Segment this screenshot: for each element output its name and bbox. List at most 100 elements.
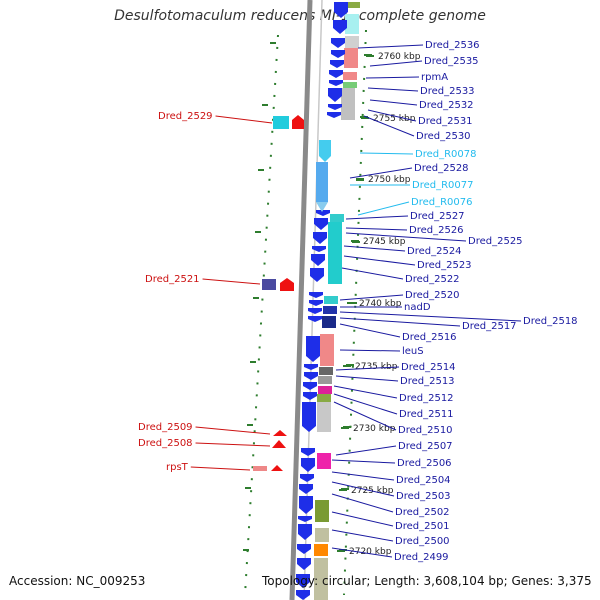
forward-feature-track [314,2,360,600]
right-label-leader [339,317,461,327]
gene-arrow-mark [329,80,343,86]
left-gene-label: Dred_2529 [158,111,213,122]
gene-arrow-mark [296,590,310,600]
gene-arrow-mark [329,70,343,78]
left-label-leader [202,278,261,285]
kbp-label: 2750 kbp [368,175,411,185]
right-label-leader [345,227,408,231]
right-label-leader [343,245,406,252]
right-gene-label: Dred_2517 [462,321,517,332]
right-label-leader [331,481,395,497]
right-label-leader [369,99,418,106]
gene-arrow-mark [327,112,341,118]
backbone-line [289,0,313,600]
right-label-leader [367,87,419,92]
right-label-leader [339,323,401,338]
gene-arrow-mark [298,516,312,522]
gene-arrow-mark [331,50,345,58]
right-gene-label: Dred_2503 [396,491,451,502]
genome-summary-text: Topology: circular; Length: 3,608,104 bp… [262,574,592,588]
gene-arrow-mark [328,88,342,102]
left-label-leader [215,115,273,124]
right-gene-label: Dred_2531 [418,116,473,127]
gene-arrow-mark [310,268,324,282]
left-label-leader [195,442,271,447]
kbp-label: 2745 kbp [363,237,406,247]
gene-arrow-mark [296,574,310,588]
right-gene-label: Dred_2507 [398,441,453,452]
right-label-leader [335,445,397,456]
right-label-leader [357,201,410,216]
right-label-leader [345,215,409,220]
right-label-leader [331,529,394,542]
left-label-leader [190,466,251,471]
right-gene-label: nadD [404,302,431,313]
right-label-leader [345,232,467,242]
right-gene-label: Dred_R0076 [411,197,473,208]
right-gene-label: Dred_2535 [424,56,479,67]
kbp-label: 2730 kbp [353,424,396,434]
gene-arrow-mark [306,336,320,362]
left-gene-label: Dred_2508 [138,438,193,449]
right-label-leader [333,401,397,431]
right-gene-label: Dred_2501 [395,521,450,532]
gene-arrow-mark [334,2,348,18]
right-label-leader [359,152,414,155]
right-label-leader [349,167,413,179]
kbp-label: 2740 kbp [359,299,402,309]
gene-arrow-mark [314,218,328,230]
gene-arrow-mark [300,474,314,482]
right-gene-label: Dred_2511 [399,409,454,420]
right-gene-label: Dred_2530 [416,131,471,142]
right-gene-label: Dred_2525 [468,236,523,247]
right-gene-label: Dred_2510 [398,425,453,436]
gene-arrow-mark [297,544,311,554]
right-label-leader [339,294,404,301]
right-gene-label: Dred_2536 [425,40,480,51]
right-gene-label: rpmA [421,72,448,83]
gene-arrow-mark [313,232,327,244]
gene-arrow-mark [330,60,344,68]
gene-arrow-mark [312,246,326,252]
right-label-leader [369,60,423,67]
rna-features [316,140,331,212]
gene-arrow-mark [303,382,317,390]
right-label-leader [331,547,393,558]
gene-arrow-mark [304,364,318,370]
right-gene-label: Dred_2527 [410,211,465,222]
right-label-leader [343,255,416,266]
right-label-leader [331,493,394,513]
kbp-label: 2755 kbp [373,114,416,124]
map-title: Desulfotomaculum reducens MI-1, complete… [114,8,486,24]
right-gene-label: Dred_2512 [399,393,454,404]
right-gene-label: Dred_2514 [401,362,456,373]
left-features [253,115,304,471]
gene-arrow-mark [316,210,330,216]
gene-arrow-mark [302,402,316,432]
gene-arrow-mark [301,448,315,456]
right-gene-label: Dred_2526 [409,225,464,236]
right-label-leader [339,349,401,352]
right-label-leader [363,115,415,137]
right-gene-label: Dred_2532 [419,100,474,111]
right-label-leader [339,311,522,322]
right-label-leader [333,393,398,415]
reverse-feature-track [296,2,348,600]
right-gene-label: Dred_2502 [395,507,450,518]
right-gene-label: Dred_2533 [420,86,475,97]
right-label-leader [331,459,396,464]
gene-arrow-mark [299,484,313,494]
right-gene-label: Dred_2528 [414,163,469,174]
gene-arrow-mark [311,254,325,266]
left-label-leader [195,426,271,435]
right-gene-label: Dred_R0077 [412,180,474,191]
right-gene-label: Dred_2522 [405,274,460,285]
kbp-label: 2760 kbp [378,52,421,62]
left-gene-label: Dred_2521 [145,274,200,285]
accession-text: Accession: NC_009253 [9,574,146,588]
right-gene-label: Dred_2506 [397,458,452,469]
